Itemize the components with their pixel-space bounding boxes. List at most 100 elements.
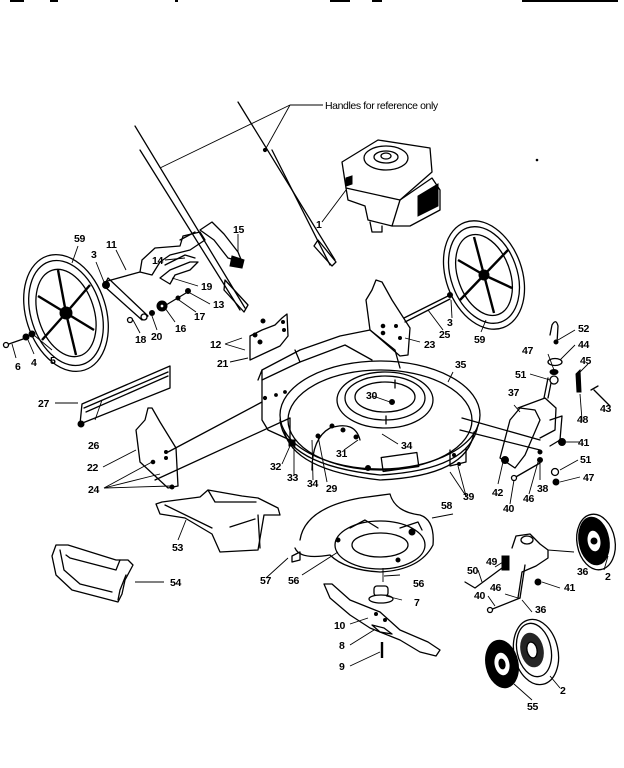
callout-52: 52	[578, 323, 590, 335]
callout-40: 40	[503, 503, 515, 515]
callout-14: 14	[152, 255, 164, 267]
callout-18: 18	[135, 334, 147, 346]
callout-46: 46	[523, 493, 535, 505]
header-remnant	[10, 0, 24, 2]
leader-lines	[11, 234, 609, 701]
callout-36: 36	[577, 566, 589, 578]
callout-41: 41	[564, 582, 576, 594]
callout-3: 3	[447, 317, 453, 329]
callout-20: 20	[151, 331, 163, 343]
callout-26: 26	[88, 440, 100, 452]
engine	[341, 139, 441, 233]
header-remnant	[175, 0, 178, 2]
callout-30: 30	[366, 390, 378, 402]
callout-11: 11	[106, 239, 117, 251]
wheel-rear-right	[442, 220, 526, 330]
callout-10: 10	[334, 620, 346, 632]
callout-39: 39	[463, 491, 475, 503]
callout-31: 31	[336, 448, 348, 460]
wheel-rear-left	[23, 253, 109, 373]
callout-6: 6	[15, 361, 21, 373]
header-remnant	[330, 0, 350, 2]
callout-1: 1	[316, 219, 322, 231]
callout-34: 34	[307, 478, 319, 490]
callout-24: 24	[88, 484, 100, 496]
callout-8: 8	[339, 640, 345, 652]
handle-right	[237, 101, 337, 267]
callout-46: 46	[490, 582, 502, 594]
callout-49: 49	[486, 556, 498, 568]
callout-2: 2	[560, 685, 566, 697]
callout-29: 29	[326, 483, 338, 495]
blade	[323, 583, 441, 658]
callout-59: 59	[74, 233, 86, 245]
deck-liner	[291, 493, 434, 573]
leader-1	[321, 189, 347, 223]
callout-57: 57	[260, 575, 272, 587]
callout-43: 43	[600, 403, 612, 415]
callout-44: 44	[578, 339, 590, 351]
callout-22: 22	[87, 462, 99, 474]
deck-housing	[154, 329, 541, 481]
handles-note-leaders	[159, 104, 323, 169]
callout-56: 56	[413, 578, 425, 590]
callout-15: 15	[233, 224, 245, 236]
header-remnant	[50, 0, 58, 2]
callout-17: 17	[194, 311, 206, 323]
header-remnant	[522, 0, 618, 2]
callout-32: 32	[270, 461, 282, 473]
callout-9: 9	[339, 661, 345, 673]
front-axle-assembly	[499, 321, 611, 486]
callout-38: 38	[537, 483, 549, 495]
callout-53: 53	[172, 542, 184, 554]
callout-55: 55	[527, 701, 539, 713]
callout-50: 50	[467, 565, 479, 577]
side-plate-23	[365, 279, 453, 357]
callout-21: 21	[217, 358, 229, 370]
rear-baffle	[77, 365, 171, 428]
callout-51: 51	[515, 369, 527, 381]
callout-13: 13	[213, 299, 225, 311]
left-axle-hardware	[2, 271, 191, 349]
callout-34: 34	[401, 440, 413, 452]
side-plate-22	[135, 407, 179, 490]
callout-36: 36	[535, 604, 547, 616]
callout-labels: 1 2 2 3 3 4 5 6 7 8 9 10 11 12 13 14 15 …	[15, 219, 612, 713]
stray-mark	[535, 158, 539, 162]
handles-note: Handles for reference only	[325, 100, 439, 112]
grass-chute	[155, 489, 281, 553]
callout-42: 42	[492, 487, 504, 499]
callout-56: 56	[288, 575, 300, 587]
callout-58: 58	[441, 500, 453, 512]
callout-51: 51	[580, 454, 592, 466]
callout-25: 25	[439, 329, 451, 341]
callout-35: 35	[455, 359, 467, 371]
hubcap	[485, 639, 519, 689]
callout-12: 12	[210, 339, 222, 351]
height-adjuster	[139, 221, 245, 285]
callout-23: 23	[424, 339, 436, 351]
callout-3: 3	[91, 249, 97, 261]
callout-45: 45	[580, 355, 592, 367]
blade-adapter	[368, 568, 394, 604]
callout-37: 37	[508, 387, 520, 399]
callout-2: 2	[605, 571, 611, 583]
callout-16: 16	[175, 323, 187, 335]
callout-19: 19	[201, 281, 213, 293]
callout-48: 48	[577, 414, 589, 426]
callout-54: 54	[170, 577, 182, 589]
callout-33: 33	[287, 472, 299, 484]
callout-59: 59	[474, 334, 486, 346]
callout-47: 47	[583, 472, 595, 484]
callout-27: 27	[38, 398, 50, 410]
callout-41: 41	[578, 437, 590, 449]
callout-47: 47	[522, 345, 534, 357]
callout-7: 7	[414, 597, 420, 609]
header-remnant	[372, 0, 382, 2]
wheel-front-lower	[512, 618, 560, 686]
callout-4: 4	[31, 357, 37, 369]
discharge-door	[51, 544, 134, 603]
callout-40: 40	[474, 590, 486, 602]
wheel-front-upper	[576, 513, 616, 571]
